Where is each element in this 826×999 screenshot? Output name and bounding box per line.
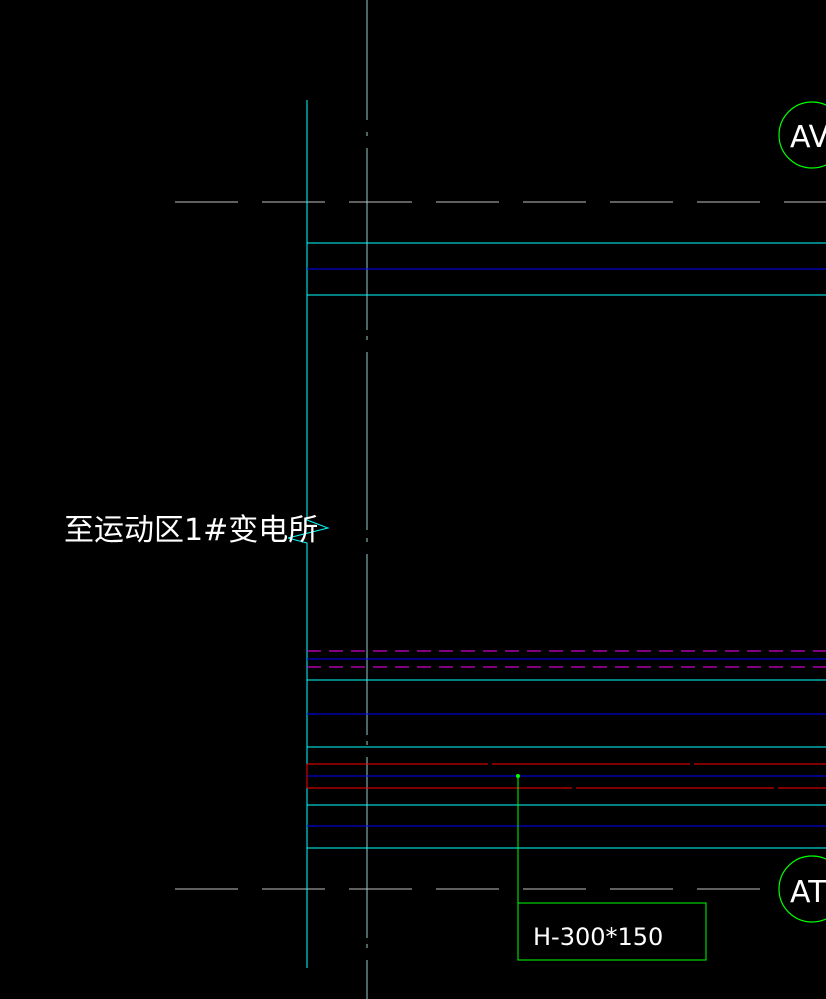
axis-label-at: AT [790,875,826,910]
beam-label-leader[interactable]: H-300*150 [516,774,707,961]
beam-label-box [517,902,707,961]
axis-bubble-av[interactable]: AV [778,101,826,169]
upper-beam [307,242,826,296]
h-beam [306,763,826,789]
axis-label-av: AV [790,120,826,155]
axis-bubble-at[interactable]: AT [778,855,826,923]
note-text: 至运动区1#变电所 [64,513,318,548]
bottom-tray-lines [307,804,826,849]
left-wall-line [287,100,330,968]
beam-label: H-300*150 [533,923,663,951]
lower-tray-lines [307,679,826,748]
